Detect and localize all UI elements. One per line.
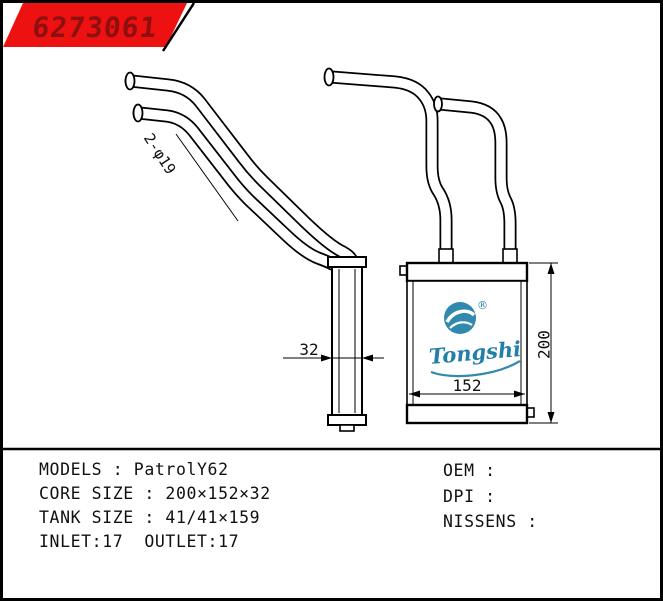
core-top-header [405,261,529,283]
spec-nissens-line: NISSENS : [443,512,549,531]
pipe-collar [438,248,454,264]
pipe-collar [502,248,518,264]
part-number-banner-shape [3,3,196,52]
spec-models-line: MODELS : PatrolY62 [39,460,229,479]
core-face [406,280,528,406]
pipe-end-cap [323,67,335,87]
banner-slash-line [161,3,196,52]
pipe-diameter-leader-line [175,133,239,222]
dim-core-height-label: 200 [534,330,554,359]
side-view-pipes [124,71,359,271]
front-view-core [399,261,535,425]
spec-inlet-outlet-line: INLET:17 OUTLET:17 [39,532,240,551]
dim-32 [283,354,384,362]
spec-tank-size-line: TANK SIZE : 41/41×159 [39,508,261,527]
technical-drawing [3,3,660,451]
dim-200 [529,262,558,424]
pipe-end-cap [132,103,144,123]
spec-core-size-line: CORE SIZE : 200×152×32 [39,484,271,503]
side-view-tank [327,256,367,432]
tongshi-logo-icon [430,302,521,378]
pipe-end-cap [124,71,136,91]
pipe-end-cap [433,95,443,113]
core-bottom-header [405,403,529,425]
spec-dpi-line: DPI : [443,486,507,506]
dim-core-width-label: 152 [452,376,482,395]
spec-oem-line: OEM : [443,461,507,480]
logo-underline-swash [430,360,521,378]
front-view-pipes [323,67,518,268]
specs-right-column: OEM : DPI : NISSENS : [443,458,548,535]
dim-152 [409,390,525,398]
dim-tank-depth-label: 32 [299,340,319,359]
logo-registered-mark: ® [477,299,488,312]
specs-left-column: MODELS : PatrolY62 CORE SIZE : 200×152×3… [39,458,271,554]
part-number: 6273061 [30,11,160,44]
